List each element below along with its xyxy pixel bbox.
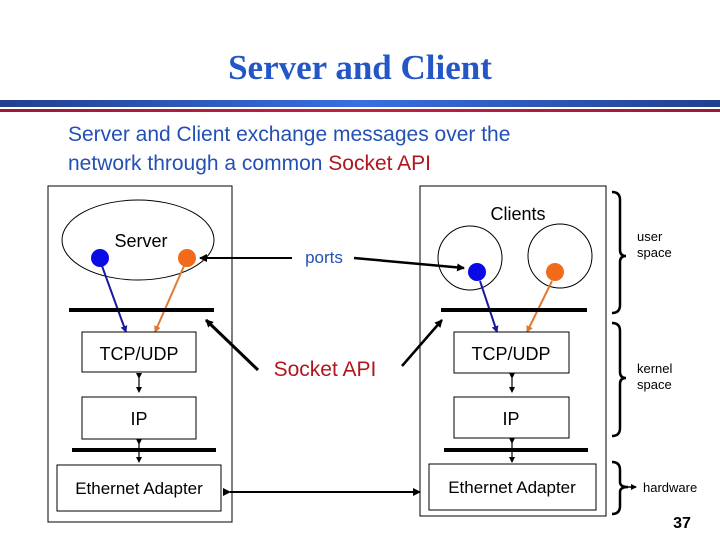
client-ethernet-box xyxy=(428,463,597,511)
client-driver-bar xyxy=(444,448,588,452)
server-blue-connection xyxy=(101,265,128,333)
hardware-brace xyxy=(611,460,629,516)
client-socket-orange xyxy=(546,263,564,281)
socket-api-arrow-to-client xyxy=(401,319,443,367)
slide-title: Server and Client xyxy=(228,48,492,87)
client-host: Clients TCP/UDP IP Ethernet Adapter xyxy=(419,185,607,517)
server-orange-connection xyxy=(154,265,185,333)
client-socket-blue xyxy=(468,263,486,281)
server-process-label: Server xyxy=(114,231,167,251)
clients-label: Clients xyxy=(490,204,545,224)
region-braces: user space kernel space hardware xyxy=(611,190,697,516)
hardware-label: hardware xyxy=(643,480,697,495)
socket-api-label: Socket API xyxy=(274,358,377,381)
user-space-brace xyxy=(611,190,627,315)
client-ip-label: IP xyxy=(502,409,519,429)
kernel-space-label-1: kernel xyxy=(637,361,673,376)
subtitle-line-1: Server and Client exchange messages over… xyxy=(68,123,511,146)
header-stripe-blue xyxy=(0,100,720,107)
client-process-2 xyxy=(527,223,593,289)
ports-label: ports xyxy=(305,248,343,267)
server-process-ellipse xyxy=(61,199,215,281)
page-number: 37 xyxy=(673,515,691,532)
client-ethernet-label: Ethernet Adapter xyxy=(448,478,576,497)
kernel-space-brace xyxy=(611,321,627,438)
server-host: Server TCP/UDP IP Ethernet Adapter xyxy=(47,185,233,523)
server-ip-box xyxy=(81,396,197,440)
subtitle-line-2: network through a common Socket API xyxy=(68,149,510,178)
client-orange-connection xyxy=(526,280,553,333)
server-socket-orange xyxy=(178,249,196,267)
subtitle-line-2-text: network through a common xyxy=(68,152,329,175)
client-host-box xyxy=(419,185,607,517)
ports-annotation: ports xyxy=(199,248,465,272)
client-socket-api-bar xyxy=(441,308,587,312)
server-socket-blue xyxy=(91,249,109,267)
server-socket-api-bar xyxy=(69,308,214,312)
subtitle-socket-api: Socket API xyxy=(328,152,432,175)
ports-arrow-to-client xyxy=(353,256,465,272)
kernel-space-label-2: space xyxy=(637,377,672,392)
server-ethernet-label: Ethernet Adapter xyxy=(75,479,203,498)
client-process-1 xyxy=(437,225,503,291)
client-tcp-udp-label: TCP/UDP xyxy=(471,344,550,364)
server-ethernet-box xyxy=(56,464,222,512)
user-space-label-1: user xyxy=(637,229,663,244)
header-stripe-red xyxy=(0,109,720,112)
server-tcp-udp-box xyxy=(81,331,197,373)
client-tcp-udp-box xyxy=(453,331,570,374)
server-driver-bar xyxy=(72,448,216,452)
socket-api-arrow-to-server xyxy=(204,318,260,372)
server-host-box xyxy=(47,185,233,523)
user-space-label-2: space xyxy=(637,245,672,260)
socket-api-annotation: Socket API xyxy=(204,318,443,381)
slide-subtitle: Server and Client exchange messages over… xyxy=(68,120,510,178)
client-ip-box xyxy=(453,396,570,439)
client-blue-connection xyxy=(479,280,499,333)
server-tcp-udp-label: TCP/UDP xyxy=(99,344,178,364)
server-ip-label: IP xyxy=(130,409,147,429)
